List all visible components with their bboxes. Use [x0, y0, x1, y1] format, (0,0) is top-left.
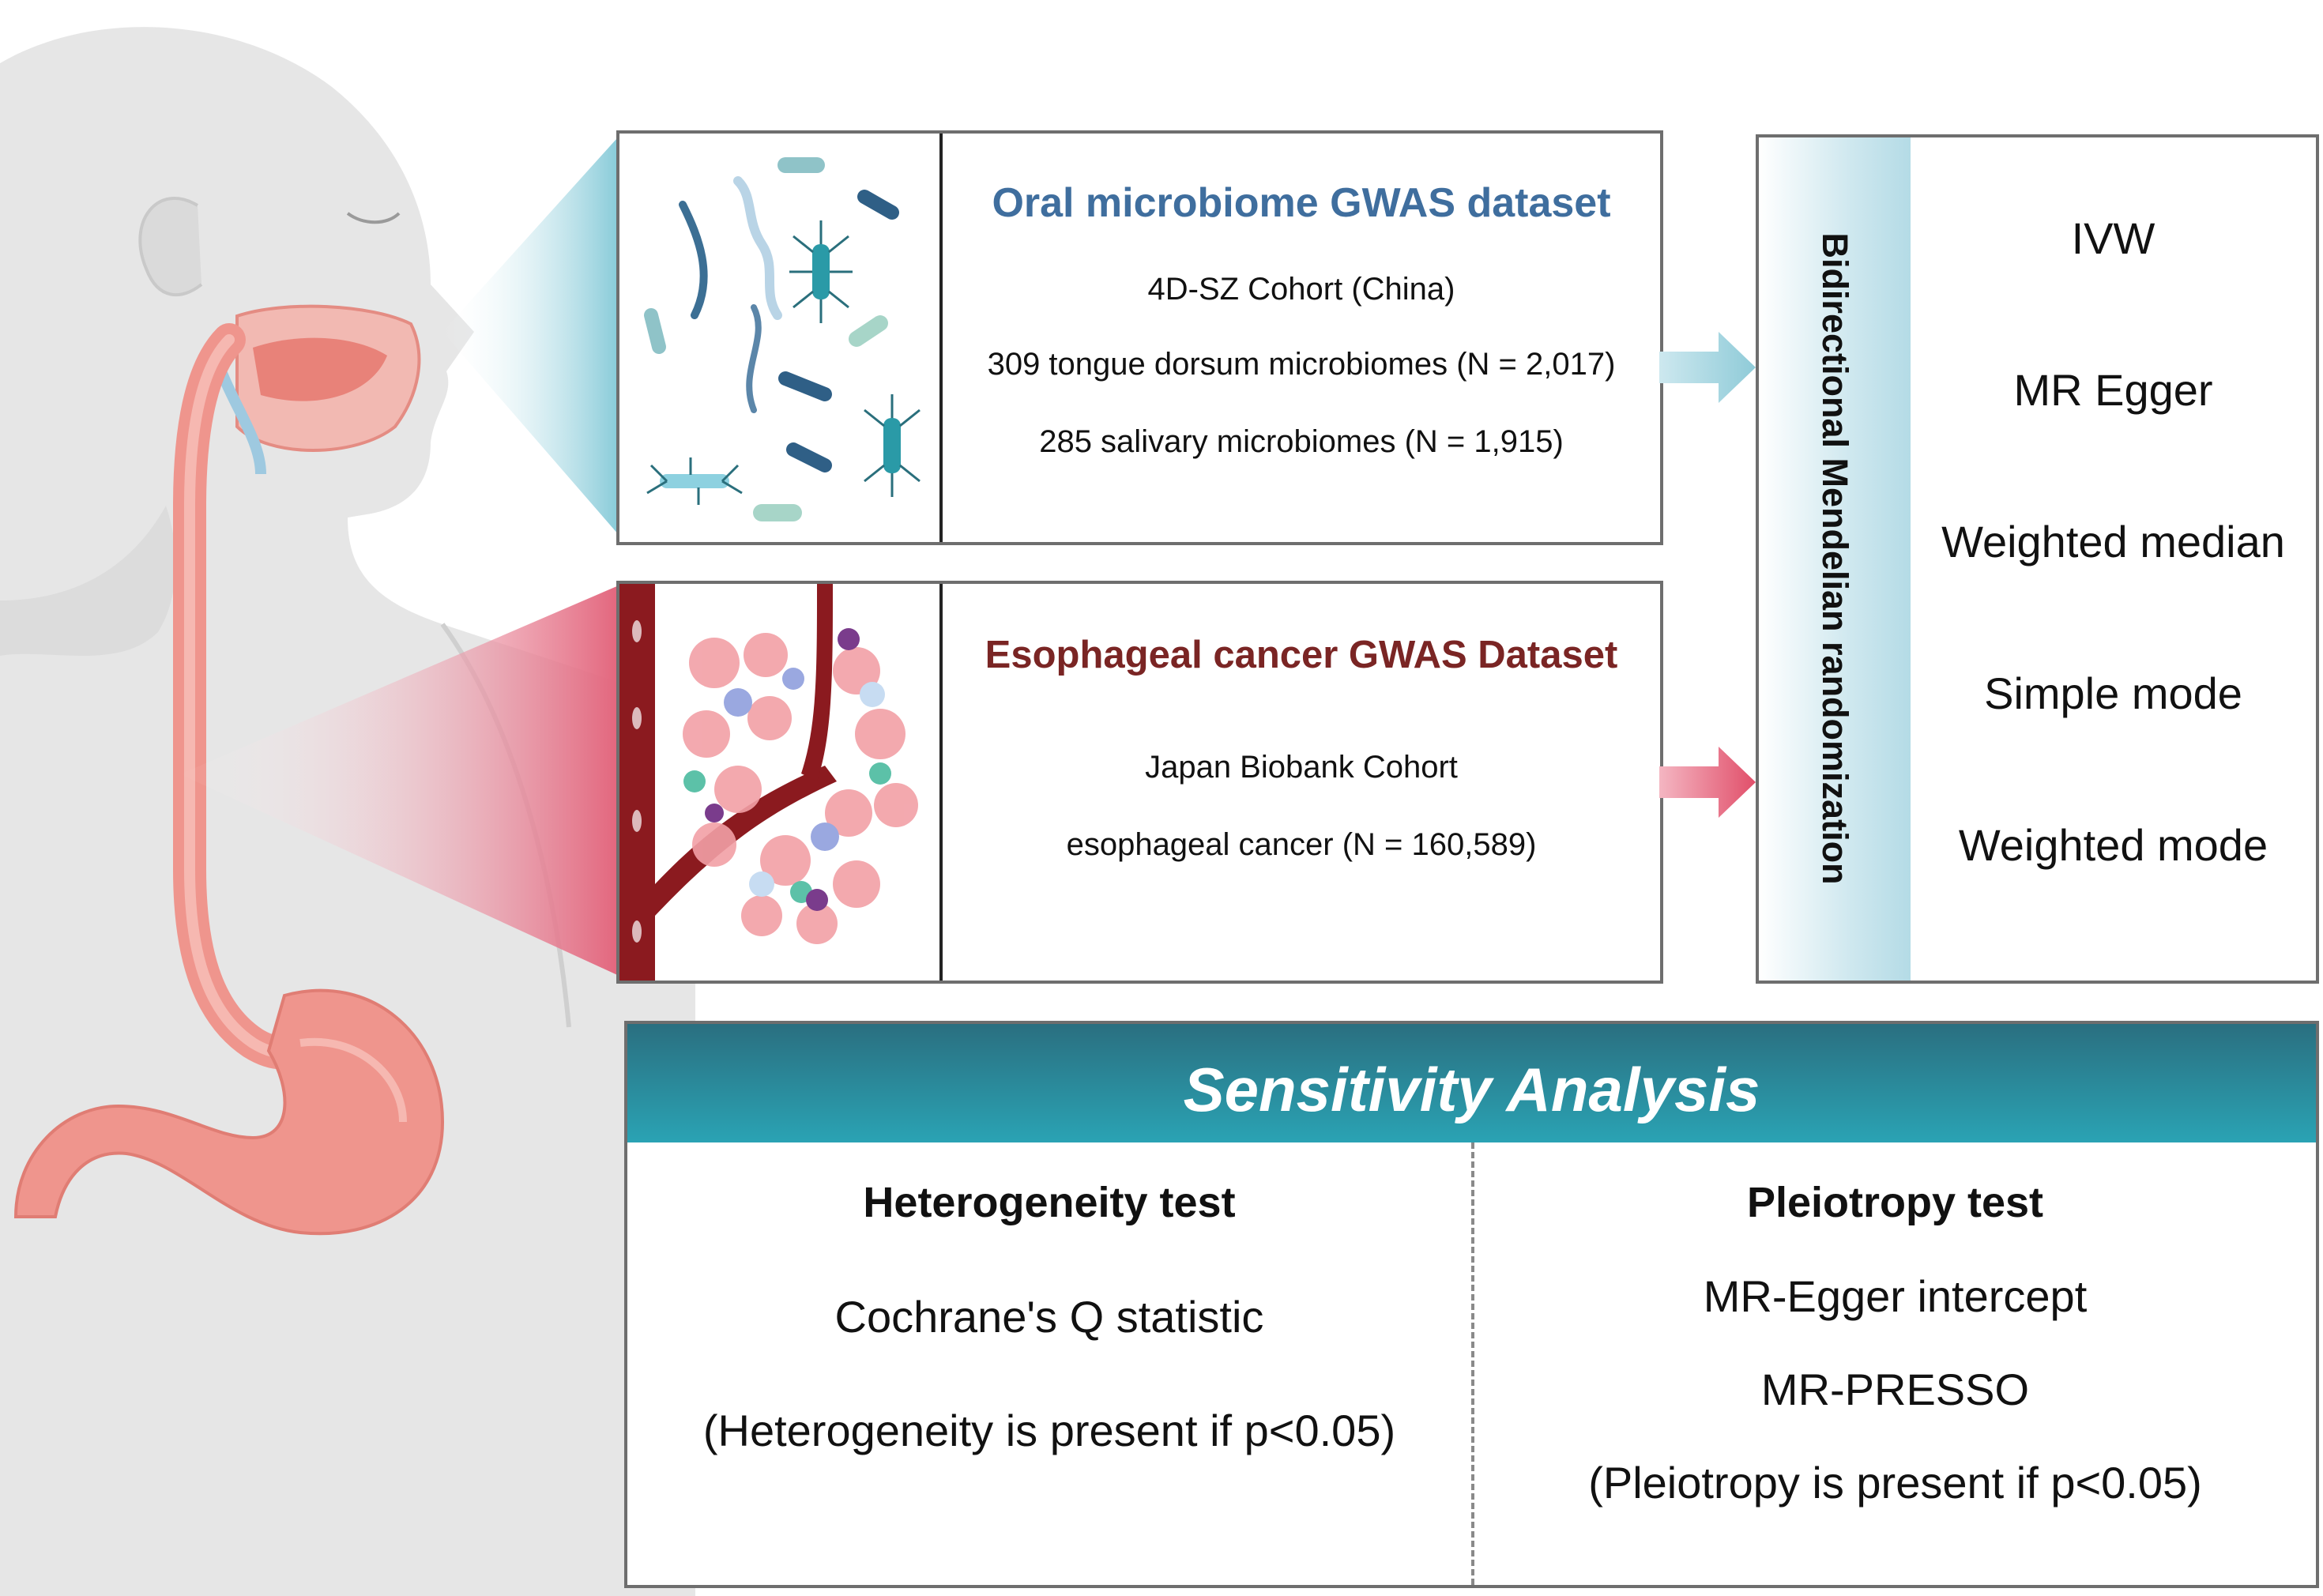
mr-method-simple-mode: Simple mode — [1984, 668, 2242, 718]
bacteria-illustration — [644, 157, 921, 521]
oral-cohort: 4D-SZ Cohort (China) — [1147, 272, 1455, 307]
sensitivity-title: Sensitivity Analysis — [1183, 1055, 1760, 1124]
oral-highlight-wedge — [442, 130, 624, 541]
mr-vertical-title: Bidirectional Mendelian randomization — [1815, 232, 1855, 885]
mr-vertical-band: Bidirectional Mendelian randomization — [1759, 137, 1911, 981]
pleiotropy-line1: MR-Egger intercept — [1703, 1271, 2088, 1321]
ear — [138, 197, 203, 296]
mr-method-ivw: IVW — [2071, 213, 2155, 263]
oral-line2: 285 salivary microbiomes (N = 1,915) — [1039, 424, 1564, 459]
mr-method-weighted-mode: Weighted mode — [1958, 820, 2268, 870]
heterogeneity-line1: Cochrane's Q statistic — [834, 1292, 1264, 1342]
oral-dataset-title: Oral microbiome GWAS dataset — [992, 180, 1611, 226]
sensitivity-header: Sensitivity Analysis — [627, 1024, 2316, 1142]
oral-dataset-box: Oral microbiome GWAS dataset 4D-SZ Cohor… — [616, 130, 1663, 545]
pleiotropy-line2: MR-PRESSO — [1760, 1365, 2030, 1414]
pleiotropy-title: Pleiotropy test — [1746, 1179, 2044, 1226]
heterogeneity-title: Heterogeneity test — [863, 1179, 1236, 1226]
mr-methods-box: Bidirectional Mendelian randomization IV… — [1756, 134, 2319, 984]
sensitivity-divider — [1471, 1142, 1474, 1585]
mr-method-egger: MR Egger — [2013, 365, 2213, 415]
sensitivity-box: Sensitivity Analysis Heterogeneity test … — [624, 1021, 2319, 1588]
oral-box-divider — [939, 134, 943, 542]
oral-arrow-icon — [1659, 332, 1756, 403]
mr-method-weighted-median: Weighted median — [1941, 517, 2285, 567]
oral-line1: 309 tongue dorsum microbiomes (N = 2,017… — [987, 347, 1616, 382]
cancer-line1: esophageal cancer (N = 160,589) — [1066, 827, 1537, 862]
pleiotropy-line3: (Pleiotropy is present if p<0.05) — [1588, 1458, 2202, 1508]
tumor-illustration — [619, 584, 918, 981]
human-body-illustration — [0, 27, 695, 1596]
cancer-box-divider — [939, 584, 943, 981]
cancer-cohort: Japan Biobank Cohort — [1145, 750, 1458, 785]
cancer-dataset-title: Esophageal cancer GWAS Dataset — [985, 634, 1618, 676]
heterogeneity-line2: (Heterogeneity is present if p<0.05) — [702, 1406, 1396, 1455]
esophagus-highlight-wedge — [180, 583, 624, 978]
cancer-arrow-icon — [1659, 747, 1756, 818]
stomach — [13, 988, 445, 1236]
cancer-dataset-box: Esophageal cancer GWAS Dataset Japan Bio… — [616, 581, 1663, 984]
